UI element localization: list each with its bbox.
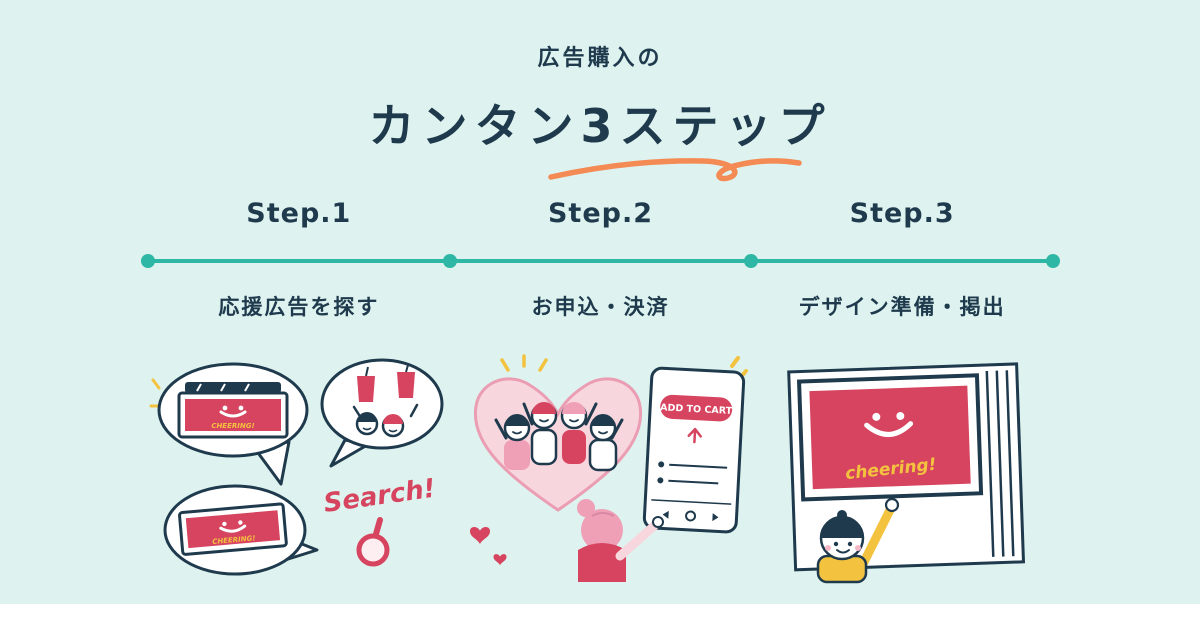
search-illustration: CHEERING! <box>149 358 444 576</box>
timeline-dot-1 <box>141 254 155 268</box>
screen-text-bottom: CHEERING! <box>212 534 256 546</box>
up-arrow-icon <box>687 427 703 444</box>
arm <box>615 521 659 561</box>
speech-bubble-top-left: CHEERING! <box>157 362 309 486</box>
step2-label: Step.2 <box>547 198 654 229</box>
page-title: カンタン3ステップ <box>368 99 832 153</box>
prev-icon <box>663 510 670 519</box>
billboard-screen: cheering! <box>797 373 984 502</box>
title-row: カンタン3ステップ <box>0 90 1200 156</box>
smiley-face <box>864 412 914 437</box>
add-to-cart-label: ADD TO CART <box>660 402 733 417</box>
building: cheering! <box>787 362 1026 572</box>
next-icon <box>712 513 719 522</box>
search-annotation: Search! <box>322 474 438 567</box>
step2-description: お申込・決済 <box>531 295 670 319</box>
search-label: Search! <box>322 474 438 519</box>
timeline-line <box>148 259 1053 263</box>
step-labels-row: Step.1 Step.2 Step.3 <box>148 196 1053 232</box>
record-icon <box>685 510 697 522</box>
add-to-cart-button <box>660 394 733 422</box>
screen <box>809 385 971 490</box>
cart-illustration: ADD TO CART <box>470 354 749 582</box>
shutter-stripes <box>985 370 1015 557</box>
customer-person <box>577 499 665 582</box>
body <box>578 543 627 582</box>
smiley-face <box>219 405 247 418</box>
timeline <box>141 254 1060 268</box>
screen-text-top: CHEERING! <box>211 422 254 430</box>
title-underline-swoosh <box>548 158 802 182</box>
timeline-dot-4 <box>1046 254 1060 268</box>
heart-icon <box>470 526 507 566</box>
step3-description: デザイン準備・掲出 <box>798 295 1006 319</box>
step1-description: 応援広告を探す <box>218 295 380 319</box>
sparkle-accents <box>500 354 549 372</box>
step1-label: Step.1 <box>246 198 352 229</box>
speech-bubble-top-right <box>320 358 444 468</box>
heart-outline <box>474 377 643 512</box>
magnifier-icon <box>356 517 390 567</box>
ad-screen-tilted: CHEERING! <box>177 502 288 556</box>
hair-tuft <box>837 510 848 520</box>
header-subtitle: 広告購入の <box>537 46 663 71</box>
bottom-whitespace <box>0 604 1200 630</box>
head <box>581 509 624 551</box>
tablet-body <box>643 366 746 534</box>
sparkle-accents <box>149 378 161 408</box>
steps-section: Step.1 Step.2 Step.3 応援広告を探す お申込・決済 デザイン… <box>141 196 1060 584</box>
pointing-hand <box>652 516 665 528</box>
hand <box>885 497 900 513</box>
raised-arm <box>859 505 895 567</box>
timeline-dot-2 <box>442 254 457 268</box>
step-descriptions-row: 応援広告を探す お申込・決済 デザイン準備・掲出 <box>148 292 1053 322</box>
fans-heart <box>474 377 643 512</box>
hair <box>821 517 864 538</box>
timeline-dot-3 <box>744 254 759 268</box>
step3-label: Step.3 <box>849 198 955 229</box>
cup-icon <box>356 376 375 402</box>
cheering-people <box>352 403 419 438</box>
billboard-illustration: cheering! <box>787 362 1026 584</box>
child-person <box>816 497 900 584</box>
illustrations-row: CHEERING! <box>148 354 1053 584</box>
drink-cups <box>356 364 415 402</box>
speech-bubble-bottom: CHEERING! <box>163 484 319 576</box>
order-tablet: ADD TO CART <box>643 366 746 534</box>
fan-group <box>494 402 624 472</box>
awning <box>184 382 281 393</box>
form-rows <box>651 461 732 522</box>
cup-icon <box>396 372 415 398</box>
